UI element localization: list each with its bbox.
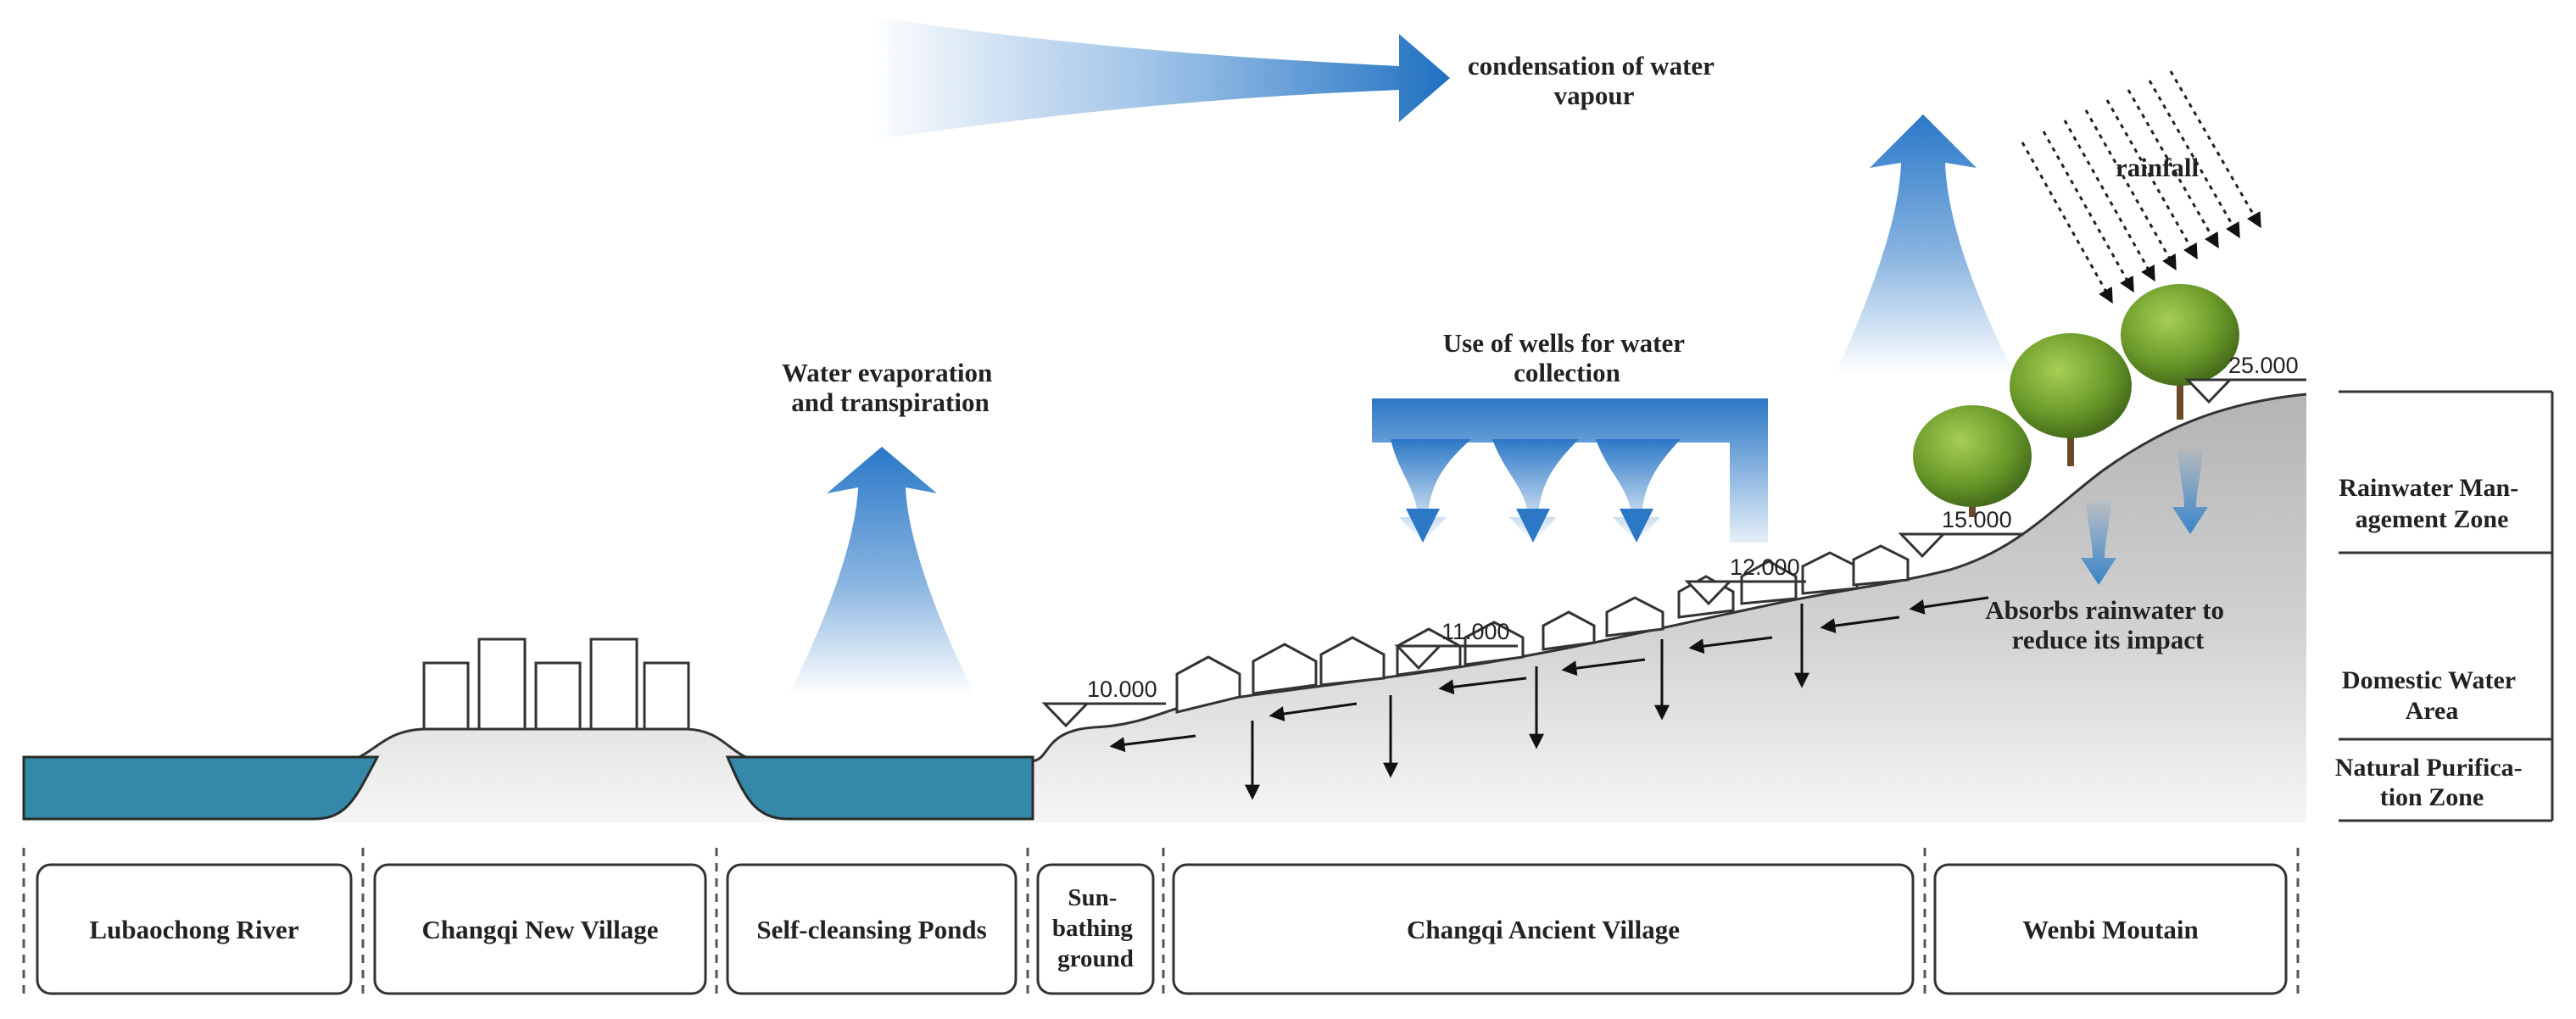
wells-label: Use of wells for water collection <box>1443 328 1691 387</box>
mountain-evaporation-arrow <box>1836 114 2014 373</box>
evaporation-arrow <box>789 447 975 695</box>
segment-dividers <box>22 848 2300 1000</box>
segment-box-lubaochong-river <box>36 863 353 995</box>
pond-water <box>725 755 1034 821</box>
condensation-arrow <box>873 17 1450 140</box>
zone-legend: Rainwater Man- agement Zone Domestic Wat… <box>2335 390 2554 822</box>
segment-label-sunbathing-ground: Sun- bathing ground <box>1052 884 1139 972</box>
ground-profile <box>24 394 2306 822</box>
rainfall-lines <box>2021 70 2261 304</box>
elevation-marker-15 <box>1898 532 2022 559</box>
elevation-markers <box>1041 378 2306 728</box>
elevation-marker-11 <box>1394 644 1518 671</box>
well-branch <box>1596 439 1681 543</box>
evaporation-label: Water evaporation and transpiration <box>782 358 999 417</box>
house <box>1464 621 1525 666</box>
house <box>1252 643 1318 695</box>
elevation-value-11: 11.000 <box>1441 619 1510 644</box>
elevation-value-25: 25.000 <box>2228 353 2299 378</box>
zone-natural-purification: Natural Purifica- tion Zone <box>2335 754 2529 811</box>
building <box>534 661 582 731</box>
segment-box-changqi-ancient-village <box>1172 863 1915 995</box>
lateral-flow-arrow <box>1561 658 1646 677</box>
elevation-value-12: 12.000 <box>1730 554 1800 580</box>
lateral-flow-arrow <box>1909 596 1989 615</box>
house <box>1319 636 1386 687</box>
river-water <box>22 755 380 821</box>
segment-box-sunbathing-ground <box>1036 863 1155 995</box>
segment-label-self-cleansing-ponds: Self-cleansing Ponds <box>756 915 986 944</box>
segment-labels: Lubaochong River Changqi New Village Sel… <box>89 884 2198 972</box>
building <box>643 661 690 731</box>
condensation-label: condensation of water vapour <box>1468 51 1720 110</box>
groundwater-flow-arrows <box>1109 596 1989 800</box>
trees <box>1913 284 2239 517</box>
elevation-marker-25 <box>2184 378 2306 404</box>
tree <box>1913 405 2032 517</box>
elevation-value-15: 15.000 <box>1942 507 2012 532</box>
house <box>1175 655 1241 714</box>
elevation-marker-10 <box>1041 702 1166 728</box>
lateral-flow-arrow <box>1688 636 1773 654</box>
absorbs-label: Absorbs rainwater to reduce its impact <box>1985 595 2231 654</box>
house <box>1852 544 1910 587</box>
well-collection-arrow <box>1372 398 1768 543</box>
segment-label-lubaochong-river: Lubaochong River <box>89 915 298 944</box>
well-branch <box>1391 439 1471 543</box>
house <box>1801 551 1859 595</box>
absorb-arrow <box>2081 500 2116 585</box>
segment-box-wenbi-moutain <box>1933 863 2288 995</box>
segment-label-changqi-ancient-village: Changqi Ancient Village <box>1407 915 1680 944</box>
segment-label-changqi-new-village: Changqi New Village <box>421 915 658 944</box>
segment-boxes <box>36 863 2288 995</box>
landscape <box>22 393 2307 822</box>
building <box>477 638 527 731</box>
lateral-flow-arrow <box>1109 734 1196 753</box>
well-branch <box>1492 439 1579 543</box>
lateral-flow-arrow <box>1820 615 1900 634</box>
elevation-marker-12 <box>1684 580 1806 606</box>
ancient-village-houses <box>1175 544 1910 714</box>
house <box>1605 596 1664 638</box>
segment-box-self-cleansing-ponds <box>726 863 1018 995</box>
building <box>422 661 470 731</box>
house <box>1542 610 1596 651</box>
new-village-buildings <box>422 638 690 731</box>
tree <box>2010 333 2132 466</box>
absorption-arrows <box>2081 449 2208 585</box>
elevation-value-10: 10.000 <box>1087 677 1157 702</box>
segment-label-wenbi-moutain: Wenbi Moutain <box>2022 915 2199 944</box>
rainfall-label: rainfall <box>2116 153 2200 182</box>
zone-domestic-water: Domestic Water Area <box>2342 666 2522 725</box>
lateral-flow-arrow <box>1268 702 1358 721</box>
tree <box>2121 284 2239 420</box>
absorb-arrow <box>2172 449 2208 534</box>
elevation-values: 10.000 11.000 12.000 15.000 25.000 <box>1087 353 2299 702</box>
building <box>589 638 638 731</box>
lateral-flow-arrow <box>1438 677 1527 695</box>
zone-rainwater-management: Rainwater Man- agement Zone <box>2339 474 2524 533</box>
segment-box-changqi-new-village <box>373 863 707 995</box>
